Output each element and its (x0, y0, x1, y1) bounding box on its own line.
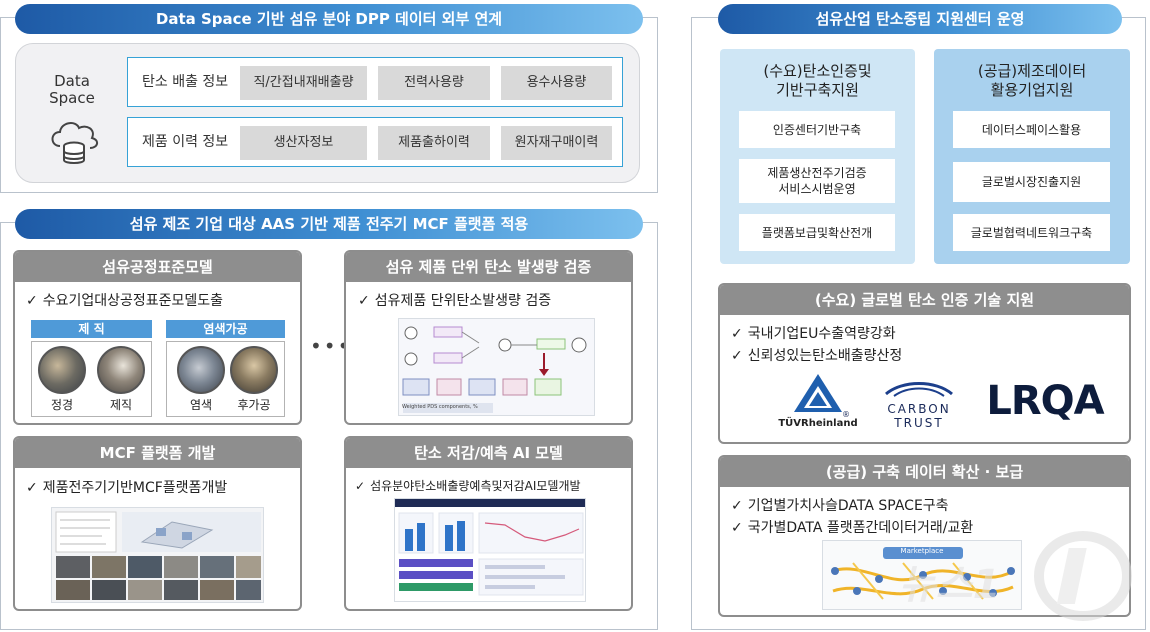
chip-shipment-history: 제품출하이력 (378, 126, 490, 160)
finishing-photo (230, 346, 278, 394)
ai-dashboard-figure (394, 498, 586, 602)
row-label: 제품 이력 정보 (142, 134, 229, 150)
check-icon: ✓ (26, 293, 38, 309)
data-space-label: Data Space (49, 72, 95, 107)
process-model-check: ✓수요기업대상공정표준모델도출 (26, 293, 224, 309)
row-label: 탄소 배출 정보 (142, 74, 229, 90)
supply-item-dataspace: 데이터스페이스활용 (953, 111, 1110, 148)
demand-item-platform-spread: 플랫폼보급및확산전개 (739, 214, 895, 251)
supply-support-title: (공급)제조데이터 활용기업지원 (977, 62, 1087, 99)
demand-item-cert-center: 인증센터기반구축 (739, 111, 895, 148)
top-left-title: Data Space 기반 섬유 분야 DPP 데이터 외부 연계 (15, 4, 643, 34)
card-title: 탄소 저감/예측 AI 모델 (346, 438, 631, 468)
check-icon: ✓ (731, 520, 743, 536)
chip-water-usage: 용수사용량 (501, 66, 612, 100)
check-icon: ✓ (731, 348, 743, 364)
tuv-mark: ® (842, 410, 850, 419)
bottom-left-title: 섬유 제조 기업 대상 AAS 기반 제품 전주기 MCF 플랫폼 적용 (15, 209, 643, 239)
data-spread-check: ✓기업별가치사슬DATA SPACE구축 (731, 498, 949, 514)
pds-figure-caption: Weighted PDS components, % (402, 404, 478, 410)
tuv-logo: ® TÜVRheinland (778, 372, 858, 432)
check-icon: ✓ (26, 480, 38, 496)
carbon-word: CARBON (887, 402, 951, 416)
lrqa-logo: LRQA (986, 378, 1104, 424)
marketplace-network-figure (822, 540, 1022, 610)
carbon-verify-check: ✓섬유제품 단위탄소발생량 검증 (358, 293, 552, 309)
ellipsis: ••• (310, 334, 352, 358)
card-title: 섬유 제품 단위 탄소 발생량 검증 (346, 252, 631, 282)
global-cert-check: ✓신뢰성있는탄소배출량산정 (731, 348, 903, 364)
dyeing-photo (177, 346, 225, 394)
group-dyeing-bar: 염색가공 (166, 320, 285, 338)
card-title: (공급) 구축 데이터 확산 · 보급 (720, 457, 1129, 487)
check-icon: ✓ (731, 498, 743, 514)
check-icon: ✓ (731, 326, 743, 342)
ai-model-check: ✓섬유분야탄소배출량예측및저감AI모델개발 (355, 479, 581, 493)
demand-item-lifecycle-verify: 제품생산전주기검증 서비스시범운영 (739, 159, 895, 203)
chip-producer-info: 생산자정보 (240, 126, 367, 160)
card-title: MCF 플랫폼 개발 (15, 438, 300, 468)
trust-word: TRUST (894, 416, 944, 430)
warping-photo (38, 346, 86, 394)
global-cert-card: (수요) 글로벌 탄소 인증 기술 지원 (718, 283, 1131, 444)
photo-label: 제직 (109, 398, 133, 412)
photo-label: 정경 (50, 398, 74, 412)
pds-flow-figure (398, 318, 595, 416)
check-icon: ✓ (355, 479, 366, 493)
card-title: 섬유공정표준모델 (15, 252, 300, 282)
carbon-trust-logo: CARBON TRUST (880, 378, 958, 430)
chip-material-purchase-history: 원자재구매이력 (501, 126, 612, 160)
photo-label: 후가공 (237, 398, 271, 412)
product-history-row: 제품 이력 정보 생산자정보 제품출하이력 원자재구매이력 (127, 117, 623, 167)
mcf-platform-check: ✓제품전주기기반MCF플랫폼개발 (26, 480, 228, 496)
group-weaving-bar: 제 직 (31, 320, 152, 338)
check-icon: ✓ (358, 293, 370, 309)
right-title: 섬유산업 탄소중립 지원센터 운영 (718, 4, 1122, 34)
global-cert-check: ✓국내기업EU수출역량강화 (731, 326, 896, 342)
news1-watermark-logo: 뉴스1 (895, 528, 1135, 622)
tuv-name: TÜVRheinland (778, 418, 858, 429)
watermark-text: 뉴스1 (899, 562, 1001, 608)
cloud-database-icon (46, 116, 102, 166)
carbon-emission-row: 탄소 배출 정보 직/간접내재배출량 전력사용량 용수사용량 (127, 57, 623, 107)
photo-label: 염색 (189, 398, 213, 412)
supply-item-global-market: 글로벌시장진출지원 (953, 162, 1110, 202)
weaving-photo (97, 346, 145, 394)
mcf-platform-figure (51, 507, 264, 603)
card-title: (수요) 글로벌 탄소 인증 기술 지원 (720, 285, 1129, 315)
chip-direct-indirect-emission: 직/간접내재배출량 (240, 66, 367, 100)
marketplace-label: Marketplace (900, 547, 944, 555)
chip-power-usage: 전력사용량 (378, 66, 490, 100)
supply-item-global-network: 글로벌협력네트워크구축 (953, 214, 1110, 251)
data-spread-check: ✓국가별DATA 플랫폼간데이터거래/교환 (731, 520, 974, 536)
demand-support-title: (수요)탄소인증및 기반구축지원 (763, 62, 872, 99)
